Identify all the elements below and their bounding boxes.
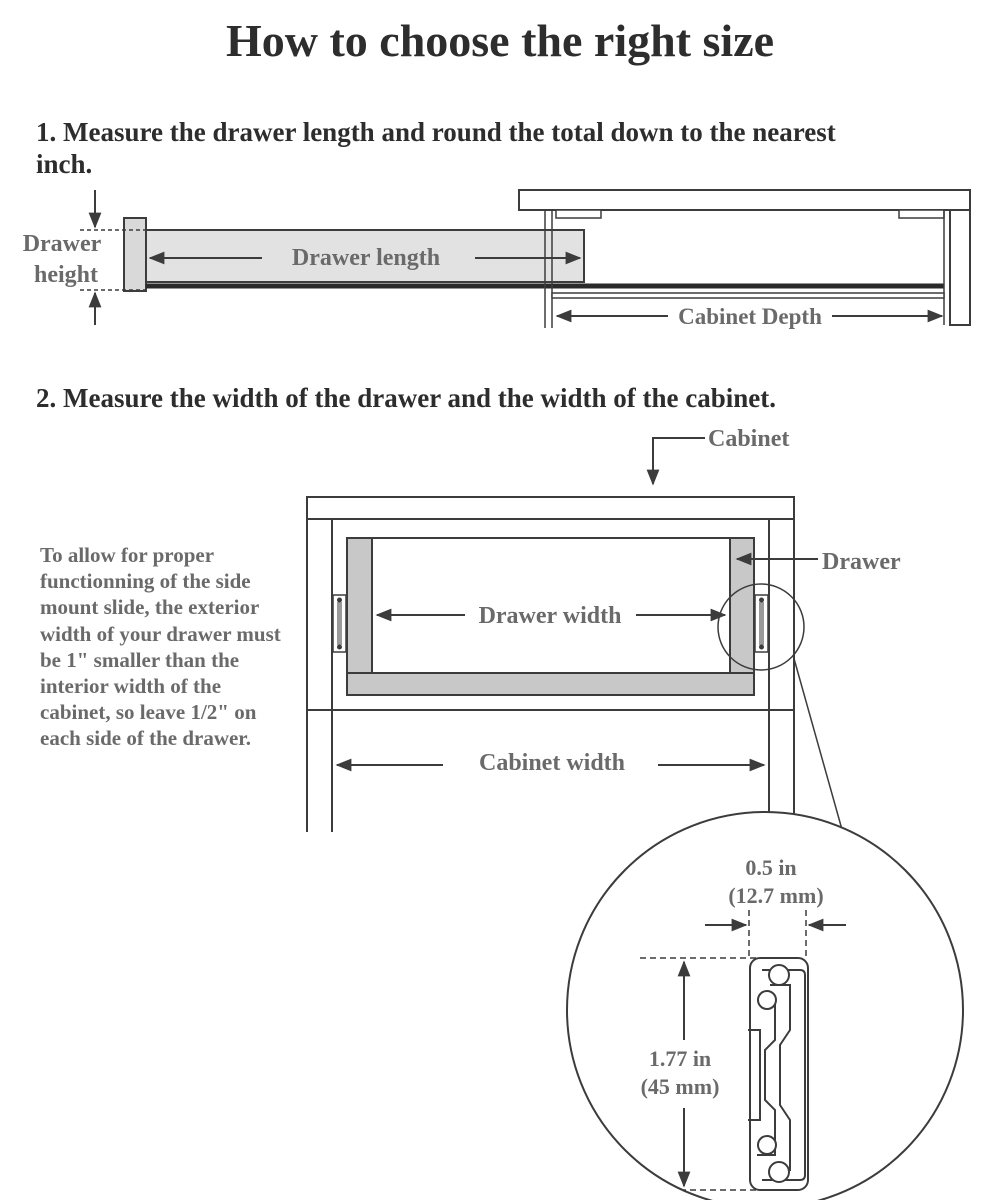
drawer-side-view: Drawer length Drawer height [23,190,944,325]
cabinet-bracket-right [898,209,945,219]
drawer-front [123,217,147,292]
cabinet-label: Cabinet [708,426,789,452]
cabinet-bracket-left [555,209,602,219]
left-slide [332,594,347,653]
height-value-label: 1.77 in [649,1046,711,1071]
gap-metric-label: (12.7 mm) [728,883,823,908]
drawer-body [145,229,585,283]
drawer-label: Drawer [822,549,901,575]
cabinet-front-view: Cabinet Drawer Drawer [306,426,901,859]
drawer-width-label: Drawer width [479,603,622,629]
drawer-height-label-line2: height [34,262,98,288]
gap-value-label: 0.5 in [745,855,796,880]
cabinet-pointer-arrow [646,437,705,486]
drawer-left-side [346,537,373,674]
drawer-height-label-line1: Drawer [23,231,102,257]
step-1-instruction: 1. Measure the drawer length and round t… [36,117,836,179]
step-2-instruction: 2. Measure the width of the drawer and t… [36,383,776,413]
drawer-box [346,537,755,696]
cabinet-side-view: Cabinet Depth [518,189,971,329]
slide-profile [748,957,809,1191]
detail-leader-line [792,654,851,859]
right-slide [754,594,769,653]
height-metric-label: (45 mm) [641,1074,720,1099]
drawer-length-label: Drawer length [292,245,440,271]
slide-clearance-note: To allow for proper functionning of the … [40,543,281,751]
drawer-bottom-panel [346,672,755,696]
cabinet-rail [551,292,945,299]
cabinet-depth-label: Cabinet Depth [678,304,822,329]
cabinet-width-label: Cabinet width [479,750,625,776]
page-title: How to choose the right size [225,15,775,66]
cabinet-back-panel [949,209,971,326]
cabinet-top-rail [306,496,795,520]
cabinet-top-panel [518,189,971,211]
slide-detail-zoom: 0.5 in (12.7 mm) 1.77 in (45 mm) [566,811,964,1200]
detail-callout-circle [717,583,805,671]
